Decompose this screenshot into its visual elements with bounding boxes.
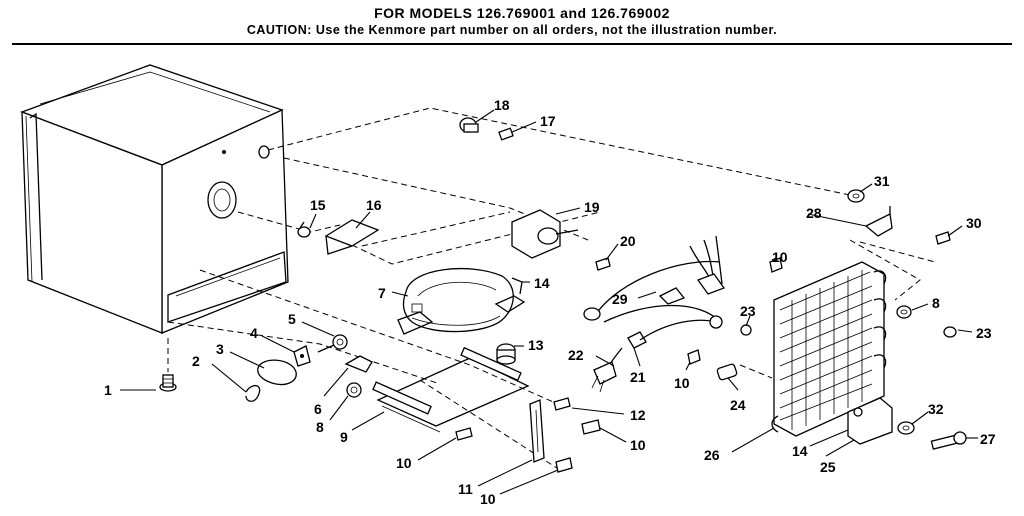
base-plate-9: [372, 346, 530, 433]
shaft-part-17: [498, 127, 514, 141]
callout-22: 22: [568, 347, 584, 363]
callout-9: 9: [340, 429, 348, 445]
grommet-part-8-left: [346, 382, 362, 398]
callout-28: 28: [806, 205, 822, 221]
washer-part-8-right: [896, 305, 912, 319]
callout-10-base: 10: [630, 437, 646, 453]
callout-30: 30: [966, 215, 982, 231]
clip-part-2: [245, 385, 261, 402]
callout-25: 25: [820, 459, 836, 475]
overload-protector-15: [297, 221, 311, 238]
grommet-part-13: [496, 343, 516, 365]
callout-7: 7: [378, 285, 386, 301]
screw-part-27: [930, 431, 967, 450]
bracket-part-4: [293, 345, 311, 367]
bracket-part-25: [847, 397, 893, 445]
callout-10-top-right: 10: [772, 249, 788, 265]
assembly-lines: [167, 107, 936, 471]
callout-1: 1: [104, 382, 112, 398]
bracket-part-16: [324, 219, 380, 255]
clamp-part-6: [344, 355, 373, 373]
callout-29: 29: [612, 291, 628, 307]
callout-3: 3: [216, 341, 224, 357]
leader-lines: [120, 109, 978, 495]
callout-19: 19: [584, 199, 600, 215]
screw-part-30: [935, 231, 951, 245]
callout-21: 21: [630, 369, 646, 385]
washer-part-32: [897, 421, 915, 435]
diagram-title: FOR MODELS 126.769001 and 126.769002: [374, 5, 670, 21]
callout-23-harness: 23: [740, 303, 756, 319]
callout-8-left: 8: [316, 419, 324, 435]
callout-14-condenser: 14: [792, 443, 808, 459]
grommet-part-5: [317, 334, 348, 353]
callout-5: 5: [288, 311, 296, 327]
grille-part-3: [257, 359, 297, 386]
callout-27: 27: [980, 431, 996, 447]
callout-14-compressor: 14: [534, 275, 550, 291]
callout-16: 16: [366, 197, 382, 213]
condenser-26: [771, 261, 887, 437]
callout-labels: 1 2 3 4 5 6 7 8 8 9 10 10 10 10 10 11 12…: [104, 97, 996, 507]
knob-part-18: [459, 117, 479, 133]
callout-8-right: 8: [932, 295, 940, 311]
callout-6: 6: [314, 401, 322, 417]
callout-26: 26: [704, 447, 720, 463]
callout-31: 31: [874, 173, 890, 189]
callout-20: 20: [620, 233, 636, 249]
callout-13: 13: [528, 337, 544, 353]
thermostat-19: [511, 209, 579, 259]
rail-part-11: [529, 399, 545, 463]
bracket-part-28: [864, 206, 893, 237]
screw-part-10: [455, 257, 783, 473]
callout-24: 24: [730, 397, 746, 413]
callout-10-harness: 10: [674, 375, 690, 391]
wiring-harness: [583, 235, 726, 393]
connector-part-24: [716, 363, 738, 381]
callout-11: 11: [458, 481, 473, 497]
callout-15: 15: [310, 197, 326, 213]
callout-2: 2: [192, 353, 200, 369]
callout-12: 12: [630, 407, 646, 423]
callout-4: 4: [250, 325, 258, 341]
callout-23-right: 23: [976, 325, 992, 341]
callout-17: 17: [540, 113, 556, 129]
compressor: [397, 267, 526, 335]
leveling-leg: [159, 374, 177, 392]
callout-32: 32: [928, 401, 944, 417]
washer-part-31: [847, 189, 865, 203]
refrigerator-cabinet: [20, 64, 289, 334]
callout-10-lower-left: 10: [396, 455, 412, 471]
screw-part-23: [740, 324, 957, 338]
callout-10-bottom: 10: [480, 491, 496, 507]
callout-18: 18: [494, 97, 510, 113]
caution-note: CAUTION: Use the Kenmore part number on …: [246, 23, 778, 37]
